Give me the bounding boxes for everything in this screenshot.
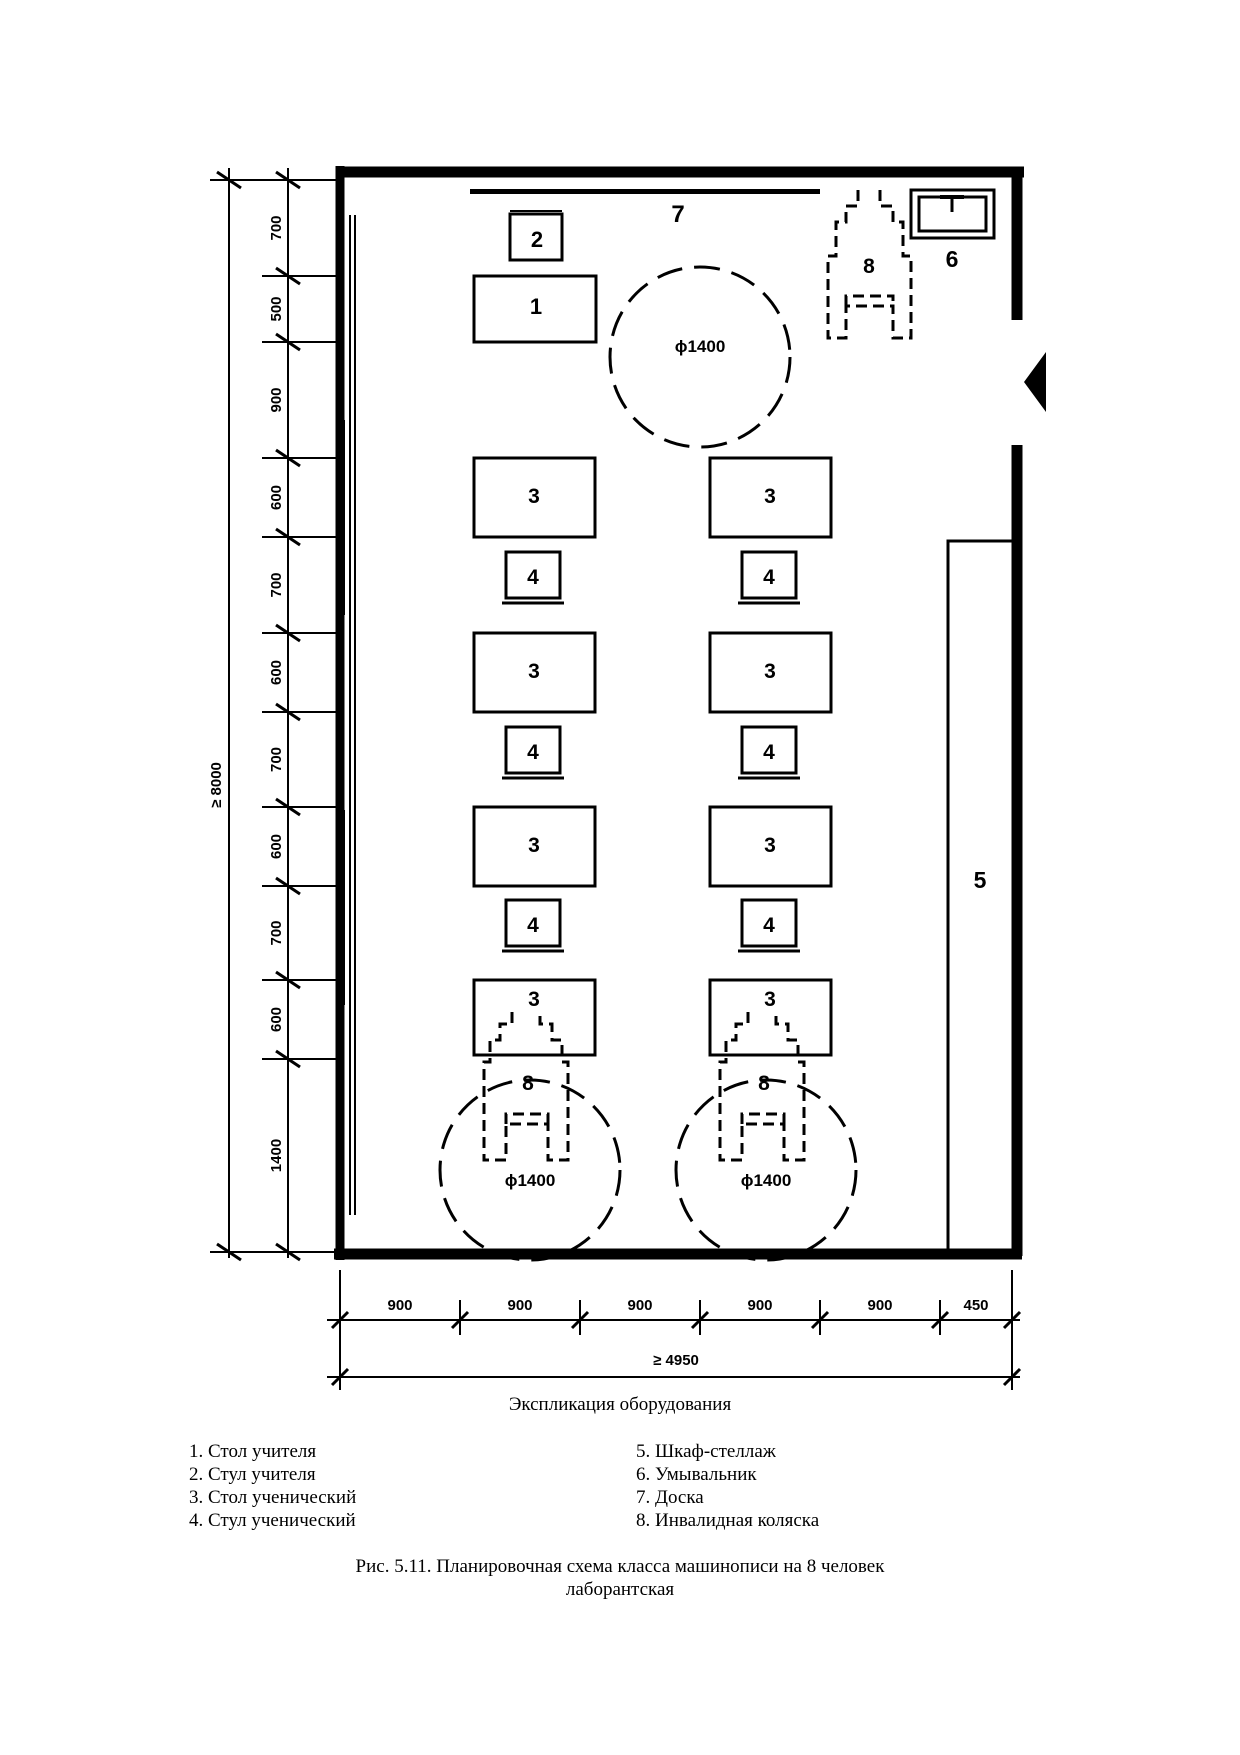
- student-desk: 3: [708, 978, 833, 1057]
- sink: 6: [909, 188, 996, 272]
- student-chair-label: 4: [527, 566, 539, 589]
- caption-line-2: лаборантская: [565, 1579, 675, 1600]
- left-dimension-label: 700: [268, 215, 285, 240]
- student-chair: 4: [738, 550, 800, 605]
- left-dimension-label: 600: [268, 485, 285, 510]
- bottom-dimension-chain: [327, 1270, 1022, 1390]
- legend-item: 8. Инвалидная коляска: [636, 1510, 820, 1531]
- student-desk-label: 3: [764, 485, 776, 508]
- student-chair-label: 4: [763, 914, 775, 937]
- board: 7: [470, 189, 820, 228]
- sink-label: 6: [946, 246, 959, 272]
- left-dimension-label: 700: [268, 747, 285, 772]
- floor-plan: 7 6 2 1 ϕ1400 8 3 3 3 3 4 4 4 3 3 3 3 4 4 4 8 ϕ1400 8 ϕ1…: [208, 166, 1046, 1390]
- left-dimension-label: 700: [268, 920, 285, 945]
- student-desk: 3: [472, 631, 597, 714]
- cabinet-label: 5: [974, 867, 987, 893]
- left-dimension-label: 1400: [268, 1139, 285, 1172]
- wheelchair-label: 8: [522, 1072, 534, 1095]
- legend-item: 5. Шкаф-стеллаж: [636, 1441, 776, 1462]
- turning-circle-top: ϕ1400: [608, 265, 792, 449]
- student-desks: 3 3 3 3 4 4 4 3 3 3 3 4 4 4: [472, 456, 833, 1057]
- student-chair-label: 4: [527, 741, 539, 764]
- left-dimension-chain: [210, 168, 340, 1262]
- student-desk-label: 3: [764, 660, 776, 683]
- bottom-dimension-label: 900: [387, 1297, 412, 1314]
- bottom-dimension-label: 900: [867, 1297, 892, 1314]
- student-chair: 4: [738, 898, 800, 953]
- student-desk-label: 3: [764, 834, 776, 857]
- room-walls: [334, 166, 1024, 1260]
- turning-circle-label: ϕ1400: [741, 1171, 792, 1190]
- total-width-label: ≥ 4950: [653, 1352, 699, 1369]
- student-chair-label: 4: [763, 741, 775, 764]
- student-chair-label: 4: [527, 914, 539, 937]
- student-desk: 3: [472, 456, 597, 539]
- figure-caption: Рис. 5.11. Планировочная схема класса ма…: [0, 1555, 1240, 1601]
- legend-item: 4. Стул ученический: [189, 1510, 356, 1531]
- student-chair: 4: [738, 725, 800, 780]
- wheelchair-station: 8 ϕ1400: [438, 1012, 622, 1262]
- bottom-dimension-label: 900: [507, 1297, 532, 1314]
- left-dimension-label: 500: [268, 296, 285, 321]
- turning-circle-label: ϕ1400: [505, 1171, 556, 1190]
- student-desk: 3: [708, 456, 833, 539]
- legend-item: 6. Умывальник: [636, 1464, 757, 1485]
- student-chair: 4: [502, 550, 564, 605]
- legend-item: 2. Стул учителя: [189, 1464, 316, 1485]
- student-desk-label: 3: [528, 660, 540, 683]
- wheelchair-station: 8 ϕ1400: [674, 1012, 858, 1262]
- legend-title: Экспликация оборудования: [508, 1394, 732, 1415]
- left-dimension-label: 700: [268, 572, 285, 597]
- student-desk: 3: [708, 805, 833, 888]
- legend-left-column: 1. Стол учителя 2. Стул учителя 3. Стол …: [189, 1440, 356, 1532]
- left-dimension-label: 600: [268, 834, 285, 859]
- wheelchair-top: 8: [826, 190, 913, 340]
- student-desk: 3: [472, 805, 597, 888]
- student-desk: 3: [472, 978, 597, 1057]
- bottom-dimension-label: 900: [627, 1297, 652, 1314]
- student-chair: 4: [502, 725, 564, 780]
- caption-line-1: Рис. 5.11. Планировочная схема класса ма…: [355, 1556, 885, 1577]
- board-label: 7: [671, 201, 684, 228]
- student-desk-label: 3: [528, 834, 540, 857]
- student-desk-label: 3: [528, 988, 540, 1011]
- student-chair-label: 4: [763, 566, 775, 589]
- legend-item: 1. Стол учителя: [189, 1441, 317, 1462]
- wheelchair-top-label: 8: [863, 255, 875, 278]
- student-desk: 3: [708, 631, 833, 714]
- turning-circle-label: ϕ1400: [675, 337, 726, 356]
- teacher-desk-label: 1: [530, 294, 542, 319]
- teacher-chair: 2: [508, 210, 564, 262]
- cabinet: 5: [946, 539, 1018, 1254]
- student-desk-label: 3: [764, 988, 776, 1011]
- left-dimension-label: 600: [268, 660, 285, 685]
- left-dimension-label: 600: [268, 1007, 285, 1032]
- bottom-dimension-label: 450: [963, 1297, 988, 1314]
- legend-item: 7. Доска: [636, 1487, 704, 1508]
- bottom-dimension-label: 900: [747, 1297, 772, 1314]
- teacher-chair-label: 2: [531, 227, 543, 252]
- entrance-arrow-icon: [1024, 352, 1046, 412]
- wheelchair-stations: 8 ϕ1400 8 ϕ1400: [438, 1012, 858, 1262]
- legend-right-column: 5. Шкаф-стеллаж 6. Умывальник 7. Доска 8…: [636, 1440, 819, 1532]
- wheelchair-label: 8: [758, 1072, 770, 1095]
- student-chair: 4: [502, 898, 564, 953]
- left-dimension-label: 900: [268, 387, 285, 412]
- teacher-desk: 1: [472, 274, 598, 344]
- legend-item: 3. Стол ученический: [189, 1487, 357, 1508]
- student-desk-label: 3: [528, 485, 540, 508]
- total-height-label: ≥ 8000: [208, 762, 225, 808]
